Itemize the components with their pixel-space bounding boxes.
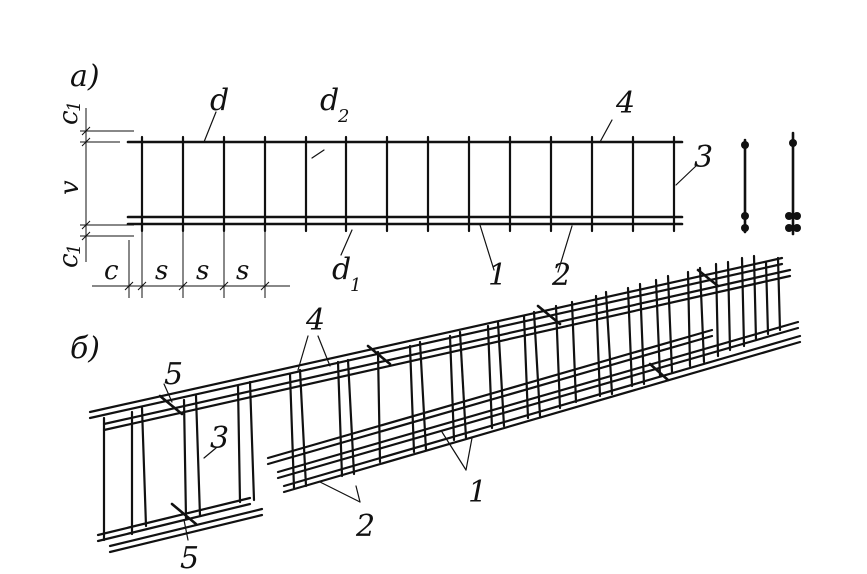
view-a-flat-frame: а) <box>54 59 801 298</box>
dim-s-1: s <box>155 256 168 286</box>
callout-d2: d <box>320 83 339 118</box>
vertical-dimensions <box>80 108 134 262</box>
bottom-chords <box>96 496 264 554</box>
connector-bars <box>158 268 720 526</box>
callout-3: 3 <box>694 140 713 175</box>
dim-c1-bottom: c <box>54 253 84 268</box>
top-chords <box>88 256 792 432</box>
callout-d1: d <box>332 252 351 287</box>
horizontal-dimensions <box>92 232 290 298</box>
transverse-rods <box>140 135 676 233</box>
view-b-leaders <box>163 335 473 541</box>
view-b-label: б) <box>70 331 100 366</box>
dim-s-2: s <box>196 256 209 286</box>
callout-1: 1 <box>488 258 507 293</box>
callout-b-5-bottom: 5 <box>180 541 199 574</box>
callout-b-5-top: 5 <box>164 357 183 392</box>
callout-b-3: 3 <box>210 421 229 456</box>
view-b-spatial-cage: б) <box>70 254 802 574</box>
callout-4: 4 <box>615 86 635 121</box>
view-a-label: а) <box>70 59 100 94</box>
callout-2: 2 <box>551 258 571 293</box>
callout-d2-sub: 2 <box>337 106 349 127</box>
cross-section-double <box>785 131 801 236</box>
callout-b-1: 1 <box>468 475 487 510</box>
dim-v: v <box>55 180 85 195</box>
dim-c1-top: c <box>54 110 84 125</box>
dim-c: c <box>104 256 119 286</box>
inner-bottom-bars <box>266 320 802 494</box>
dim-c1-bottom-sub: 1 <box>64 244 85 255</box>
callout-b-4: 4 <box>305 303 325 338</box>
dim-c1-top-sub: 1 <box>64 101 85 112</box>
callout-b-2: 2 <box>355 509 375 544</box>
dim-s-3: s <box>236 256 249 286</box>
callout-d1-sub: 1 <box>350 275 361 296</box>
stirrups <box>102 254 782 542</box>
callout-d: d <box>210 83 229 118</box>
cross-section-single <box>741 138 749 234</box>
view-a-leaders <box>203 111 698 273</box>
